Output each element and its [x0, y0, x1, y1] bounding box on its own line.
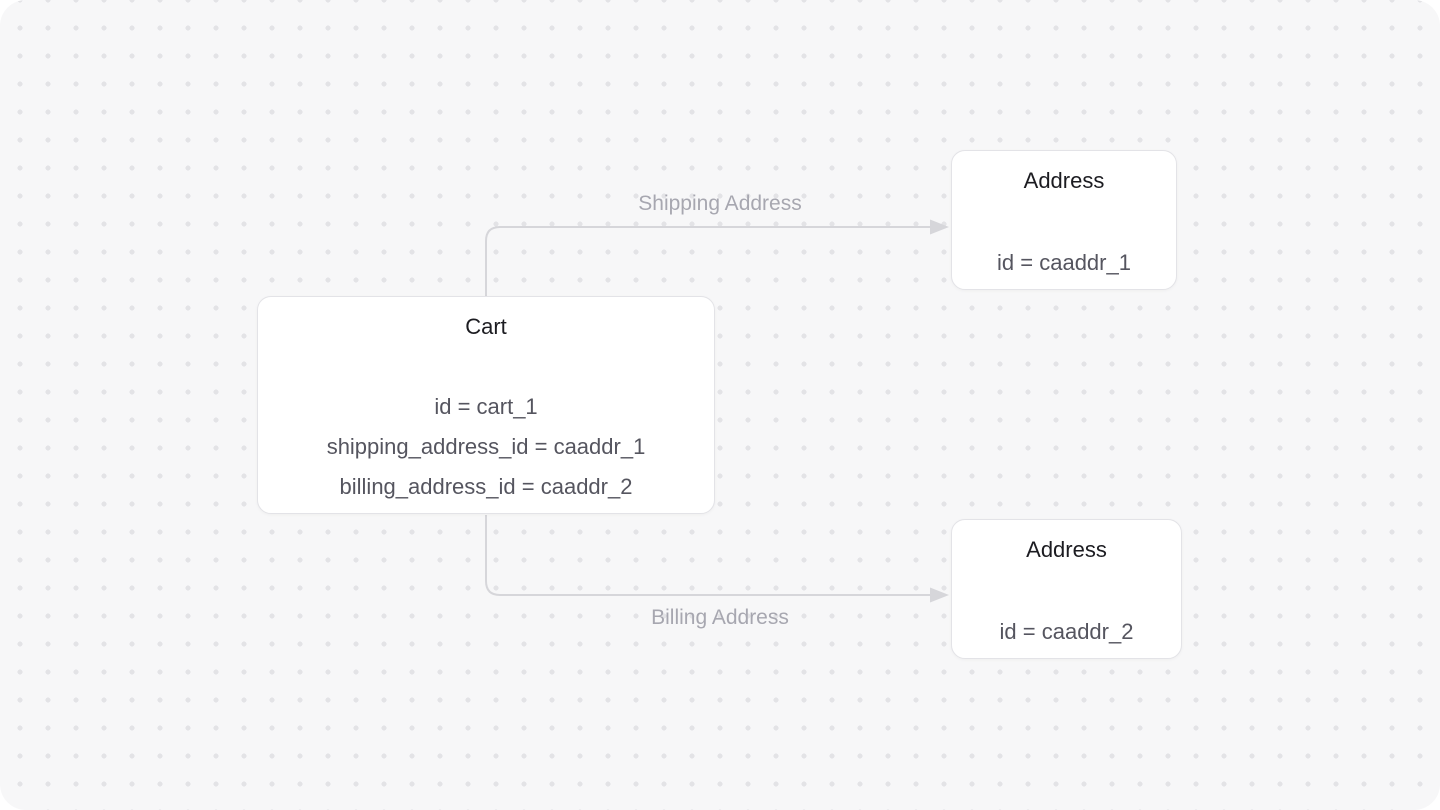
node-address-shipping-attribute-id: id = caaddr_1: [997, 250, 1131, 275]
edge-billing-line[interactable]: [485, 515, 931, 596]
node-address-shipping-attributes: id = caaddr_1: [997, 243, 1131, 283]
node-cart-attribute-shipping-address-id: shipping_address_id = caaddr_1: [326, 434, 646, 459]
edge-shipping-line[interactable]: [485, 226, 931, 297]
node-cart-attribute-billing-address-id: billing_address_id = caaddr_2: [339, 474, 633, 499]
edge-billing-arrowhead-icon: [930, 587, 949, 603]
node-cart[interactable]: Cart id = cart_1 shipping_address_id = c…: [257, 296, 715, 514]
edge-shipping-arrowhead-icon: [930, 219, 949, 235]
node-cart-title: Cart: [465, 314, 507, 339]
node-cart-attributes: id = cart_1 shipping_address_id = caaddr…: [327, 387, 646, 507]
node-address-billing-attributes: id = caaddr_2: [1000, 612, 1134, 652]
node-address-billing-title: Address: [1026, 537, 1107, 562]
node-address-billing[interactable]: Address id = caaddr_2: [951, 519, 1182, 659]
node-address-shipping-title: Address: [1023, 168, 1105, 193]
edge-label-shipping-address: Shipping Address: [638, 192, 802, 215]
edge-label-billing-address: Billing Address: [651, 606, 789, 629]
node-address-shipping[interactable]: Address id = caaddr_1: [951, 150, 1177, 290]
edge-billing-address[interactable]: [485, 515, 949, 603]
node-address-billing-attribute-id: id = caaddr_2: [999, 619, 1134, 644]
node-cart-attribute-id: id = cart_1: [434, 394, 538, 419]
edge-shipping-address[interactable]: [485, 219, 949, 298]
